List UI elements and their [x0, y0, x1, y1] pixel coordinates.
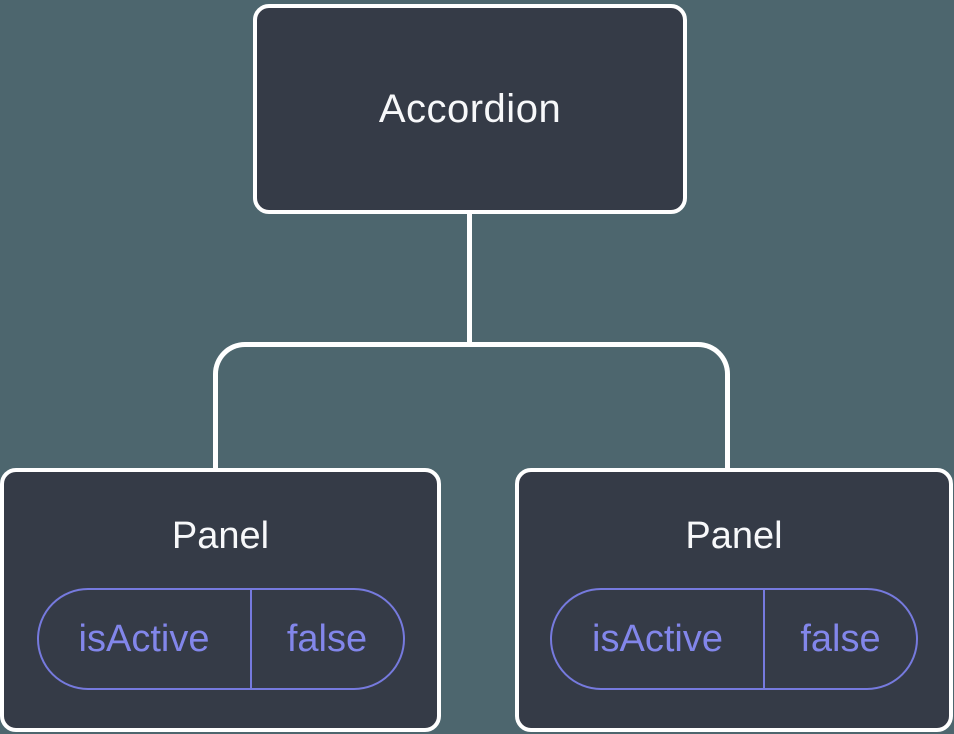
connector-branch — [213, 342, 730, 470]
state-pill-value: false — [286, 617, 368, 660]
panel-node-right: Panel isActive false — [515, 468, 953, 732]
state-pill: isActive false — [36, 588, 405, 690]
connector-stem — [467, 212, 472, 345]
panel-node-label: Panel — [685, 515, 783, 557]
state-pill-name: isActive — [552, 590, 765, 688]
accordion-node: Accordion — [253, 4, 687, 214]
accordion-node-label: Accordion — [378, 86, 562, 131]
state-pill-name: isActive — [39, 590, 252, 688]
state-pill-value: false — [800, 617, 881, 660]
panel-node-label: Panel — [171, 515, 270, 557]
panel-node-left: Panel isActive false — [0, 468, 441, 732]
state-pill: isActive false — [550, 588, 918, 690]
